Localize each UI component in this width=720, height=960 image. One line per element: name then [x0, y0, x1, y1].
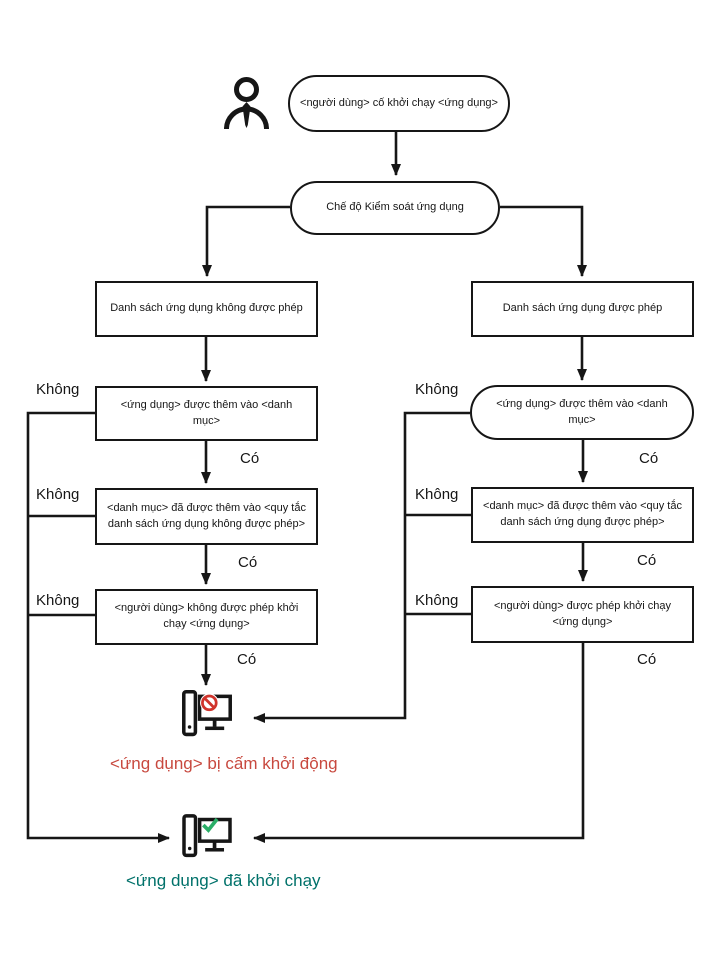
node-deny-category-in-rule: <danh mục> đã được thêm vào <quy tắc dan… [95, 488, 318, 545]
computer-blocked-icon [182, 689, 232, 737]
node-allow-app-in-category: <ứng dụng> được thêm vào <danh mục> [470, 385, 694, 440]
node-denylist-header: Danh sách ứng dụng không được phép [95, 281, 318, 337]
node-control-mode: Chế độ Kiểm soát ứng dụng [290, 181, 500, 235]
computer-running-icon [182, 814, 232, 858]
node-start-event: <người dùng> cố khởi chạy <ứng dụng> [288, 75, 510, 132]
label-yes: Có [240, 450, 260, 467]
label-no: Không [415, 381, 459, 398]
label-no: Không [36, 592, 80, 609]
label-yes: Có [639, 450, 659, 467]
label-no: Không [36, 381, 80, 398]
label-no: Không [415, 592, 459, 609]
outcome-started-text: <ứng dụng> đã khởi chạy [126, 871, 321, 890]
user-icon [224, 77, 269, 130]
label-yes: Có [238, 554, 258, 571]
label-no: Không [36, 486, 80, 503]
label-no: Không [415, 486, 459, 503]
node-allow-category-in-rule: <danh mục> đã được thêm vào <quy tắc dan… [471, 487, 694, 543]
node-allow-user-allowed: <người dùng> được phép khởi chạy <ứng dụ… [471, 586, 694, 643]
node-deny-user-not-allowed: <người dùng> không được phép khởi chạy <… [95, 589, 318, 645]
node-deny-app-in-category: <ứng dụng> được thêm vào <danh mục> [95, 386, 318, 441]
outcome-blocked-text: <ứng dụng> bị cấm khởi động [110, 754, 338, 773]
node-allowlist-header: Danh sách ứng dụng được phép [471, 281, 694, 337]
label-yes: Có [237, 651, 257, 668]
label-yes: Có [637, 651, 657, 668]
label-yes: Có [637, 552, 657, 569]
